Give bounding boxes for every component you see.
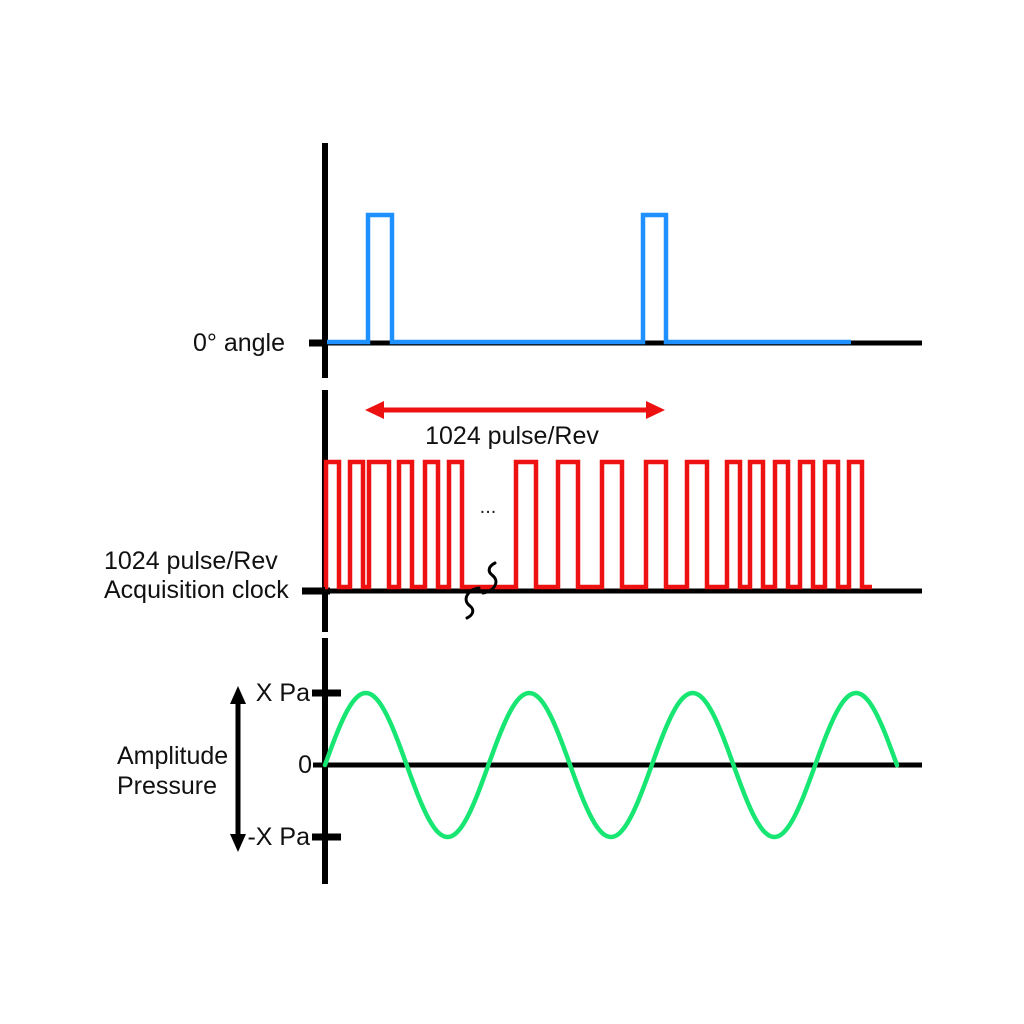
axis-break-upper-mark [481, 561, 498, 595]
panel2-label-line1: 1024 pulse/Rev [104, 547, 278, 575]
panel3-label-line2: Pressure [117, 772, 217, 800]
axis-break-icon [464, 561, 498, 620]
tachometer-signal-path [327, 212, 851, 345]
pulse-ellipsis: ... [480, 496, 497, 518]
clock-signal-path [323, 459, 872, 590]
panel3-label-line1: Amplitude [117, 742, 228, 770]
tick-label-neg-x-pa: -X Pa [247, 823, 310, 851]
amplitude-range-arrow [230, 686, 246, 852]
panel1-label: 0° angle [193, 329, 285, 357]
arrow-right-head-icon [646, 401, 665, 419]
arrow-down-head-icon [230, 834, 246, 852]
panel2-label-line2: Acquisition clock [104, 576, 289, 604]
arrow-left-head-icon [365, 401, 384, 419]
rev-span-arrow-label: 1024 pulse/Rev [425, 422, 599, 450]
tick-label-x-pa: X Pa [256, 679, 310, 707]
panel-zero-angle: 0° angle [193, 143, 922, 378]
tick-label-zero: 0 [298, 751, 312, 779]
axis-break-lower-mark [464, 586, 481, 620]
panel-acquisition-clock: 1024 pulse/Rev ... 1024 pulse/Rev Acquis… [104, 390, 922, 632]
rev-span-arrow [365, 401, 665, 419]
arrow-up-head-icon [230, 686, 246, 704]
pressure-wave-path [322, 690, 900, 840]
panel-amplitude-pressure: X Pa 0 -X Pa Amplitude Pressure [117, 638, 922, 884]
